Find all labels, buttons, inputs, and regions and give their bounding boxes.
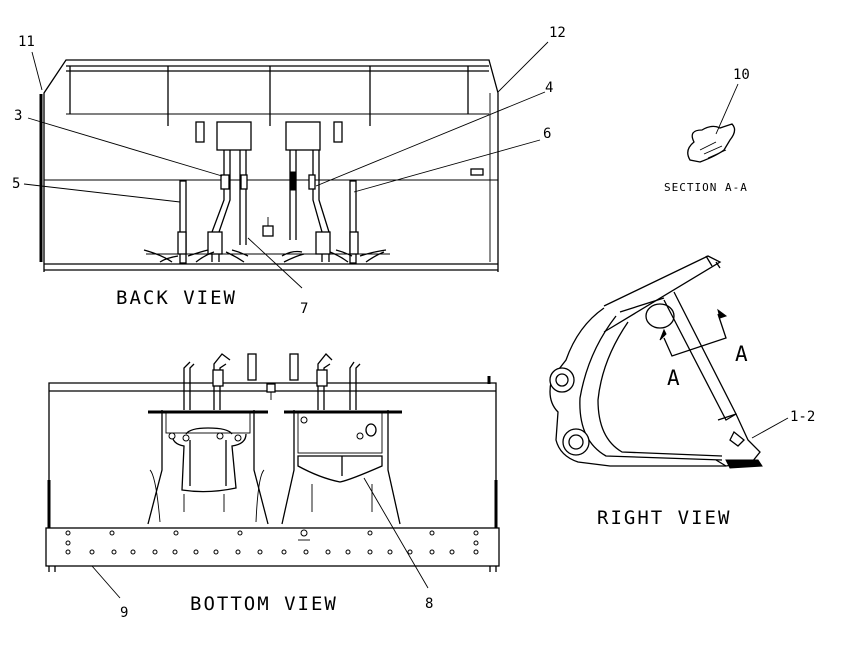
- callout-9: 9: [120, 605, 128, 621]
- bottom-view-title: BOTTOM VIEW: [190, 593, 338, 615]
- callout-6: 6: [543, 126, 551, 142]
- section-marker-right: A: [735, 342, 748, 366]
- callout-4: 4: [545, 80, 553, 96]
- leader-lines: [23, 41, 789, 599]
- callout-5: 5: [12, 176, 20, 192]
- callout-1-2: 1-2: [790, 409, 815, 425]
- callout-3: 3: [14, 108, 22, 124]
- bottom-view-drawing: [45, 353, 500, 572]
- right-view-drawing: [549, 255, 763, 469]
- section-marker-left: A: [667, 366, 680, 390]
- section-a-a-title: SECTION A-A: [664, 181, 748, 194]
- cutting-edge-holes: [65, 529, 479, 555]
- callout-12: 12: [549, 25, 566, 41]
- section-a-a-drawing: [687, 123, 736, 163]
- back-view-title: BACK VIEW: [116, 287, 237, 309]
- callout-11: 11: [18, 34, 35, 50]
- callout-8: 8: [425, 596, 433, 612]
- callout-10: 10: [733, 67, 750, 83]
- back-view-drawing: [39, 59, 499, 272]
- right-view-title: RIGHT VIEW: [597, 507, 731, 529]
- callout-7: 7: [300, 301, 308, 317]
